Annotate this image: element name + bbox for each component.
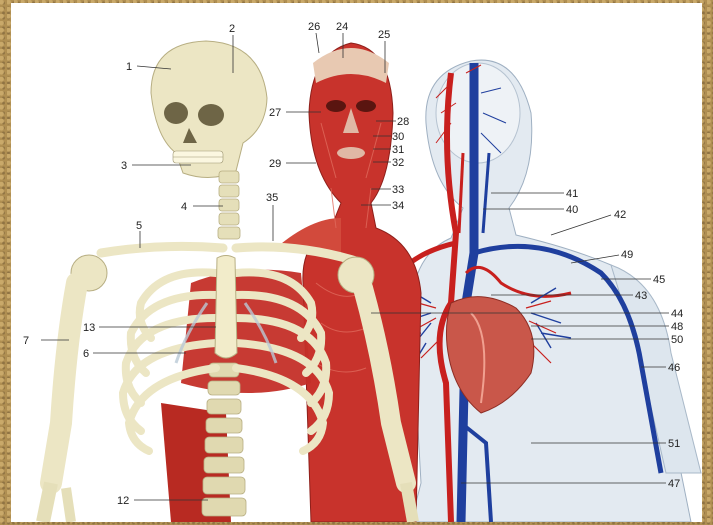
callout-27: 27: [269, 107, 281, 119]
callout-29: 29: [269, 158, 281, 170]
callout-44: 44: [671, 308, 683, 320]
callout-33: 33: [392, 184, 404, 196]
callout-47: 47: [668, 478, 680, 490]
callout-30: 30: [392, 131, 404, 143]
callout-25: 25: [378, 29, 390, 41]
anatomy-svg: 1 2 3 4 5 6 7 12 13 24 25 26 27 28 29 30…: [11, 3, 702, 522]
callout-45: 45: [653, 274, 665, 286]
callout-5: 5: [136, 220, 142, 232]
callout-46: 46: [668, 362, 680, 374]
callout-4: 4: [181, 201, 187, 213]
callout-51: 51: [668, 438, 680, 450]
callout-42: 42: [614, 209, 626, 221]
callout-48: 48: [671, 321, 683, 333]
callout-35: 35: [266, 192, 278, 204]
callout-50: 50: [671, 334, 683, 346]
callout-41: 41: [566, 188, 578, 200]
callout-13: 13: [83, 322, 95, 334]
callout-32: 32: [392, 157, 404, 169]
callout-2: 2: [229, 23, 235, 35]
callout-6: 6: [83, 348, 89, 360]
callout-43: 43: [635, 290, 647, 302]
callout-34: 34: [392, 200, 404, 212]
callout-12: 12: [117, 495, 129, 507]
callout-1: 1: [126, 61, 132, 73]
callout-49: 49: [621, 249, 633, 261]
callout-31: 31: [392, 144, 404, 156]
callout-40: 40: [566, 204, 578, 216]
callout-3: 3: [121, 160, 127, 172]
callout-28: 28: [397, 116, 409, 128]
callout-24: 24: [336, 21, 348, 33]
callout-7: 7: [23, 335, 29, 347]
callout-26: 26: [308, 21, 320, 33]
anatomy-illustration: 1 2 3 4 5 6 7 12 13 24 25 26 27 28 29 30…: [11, 3, 702, 522]
